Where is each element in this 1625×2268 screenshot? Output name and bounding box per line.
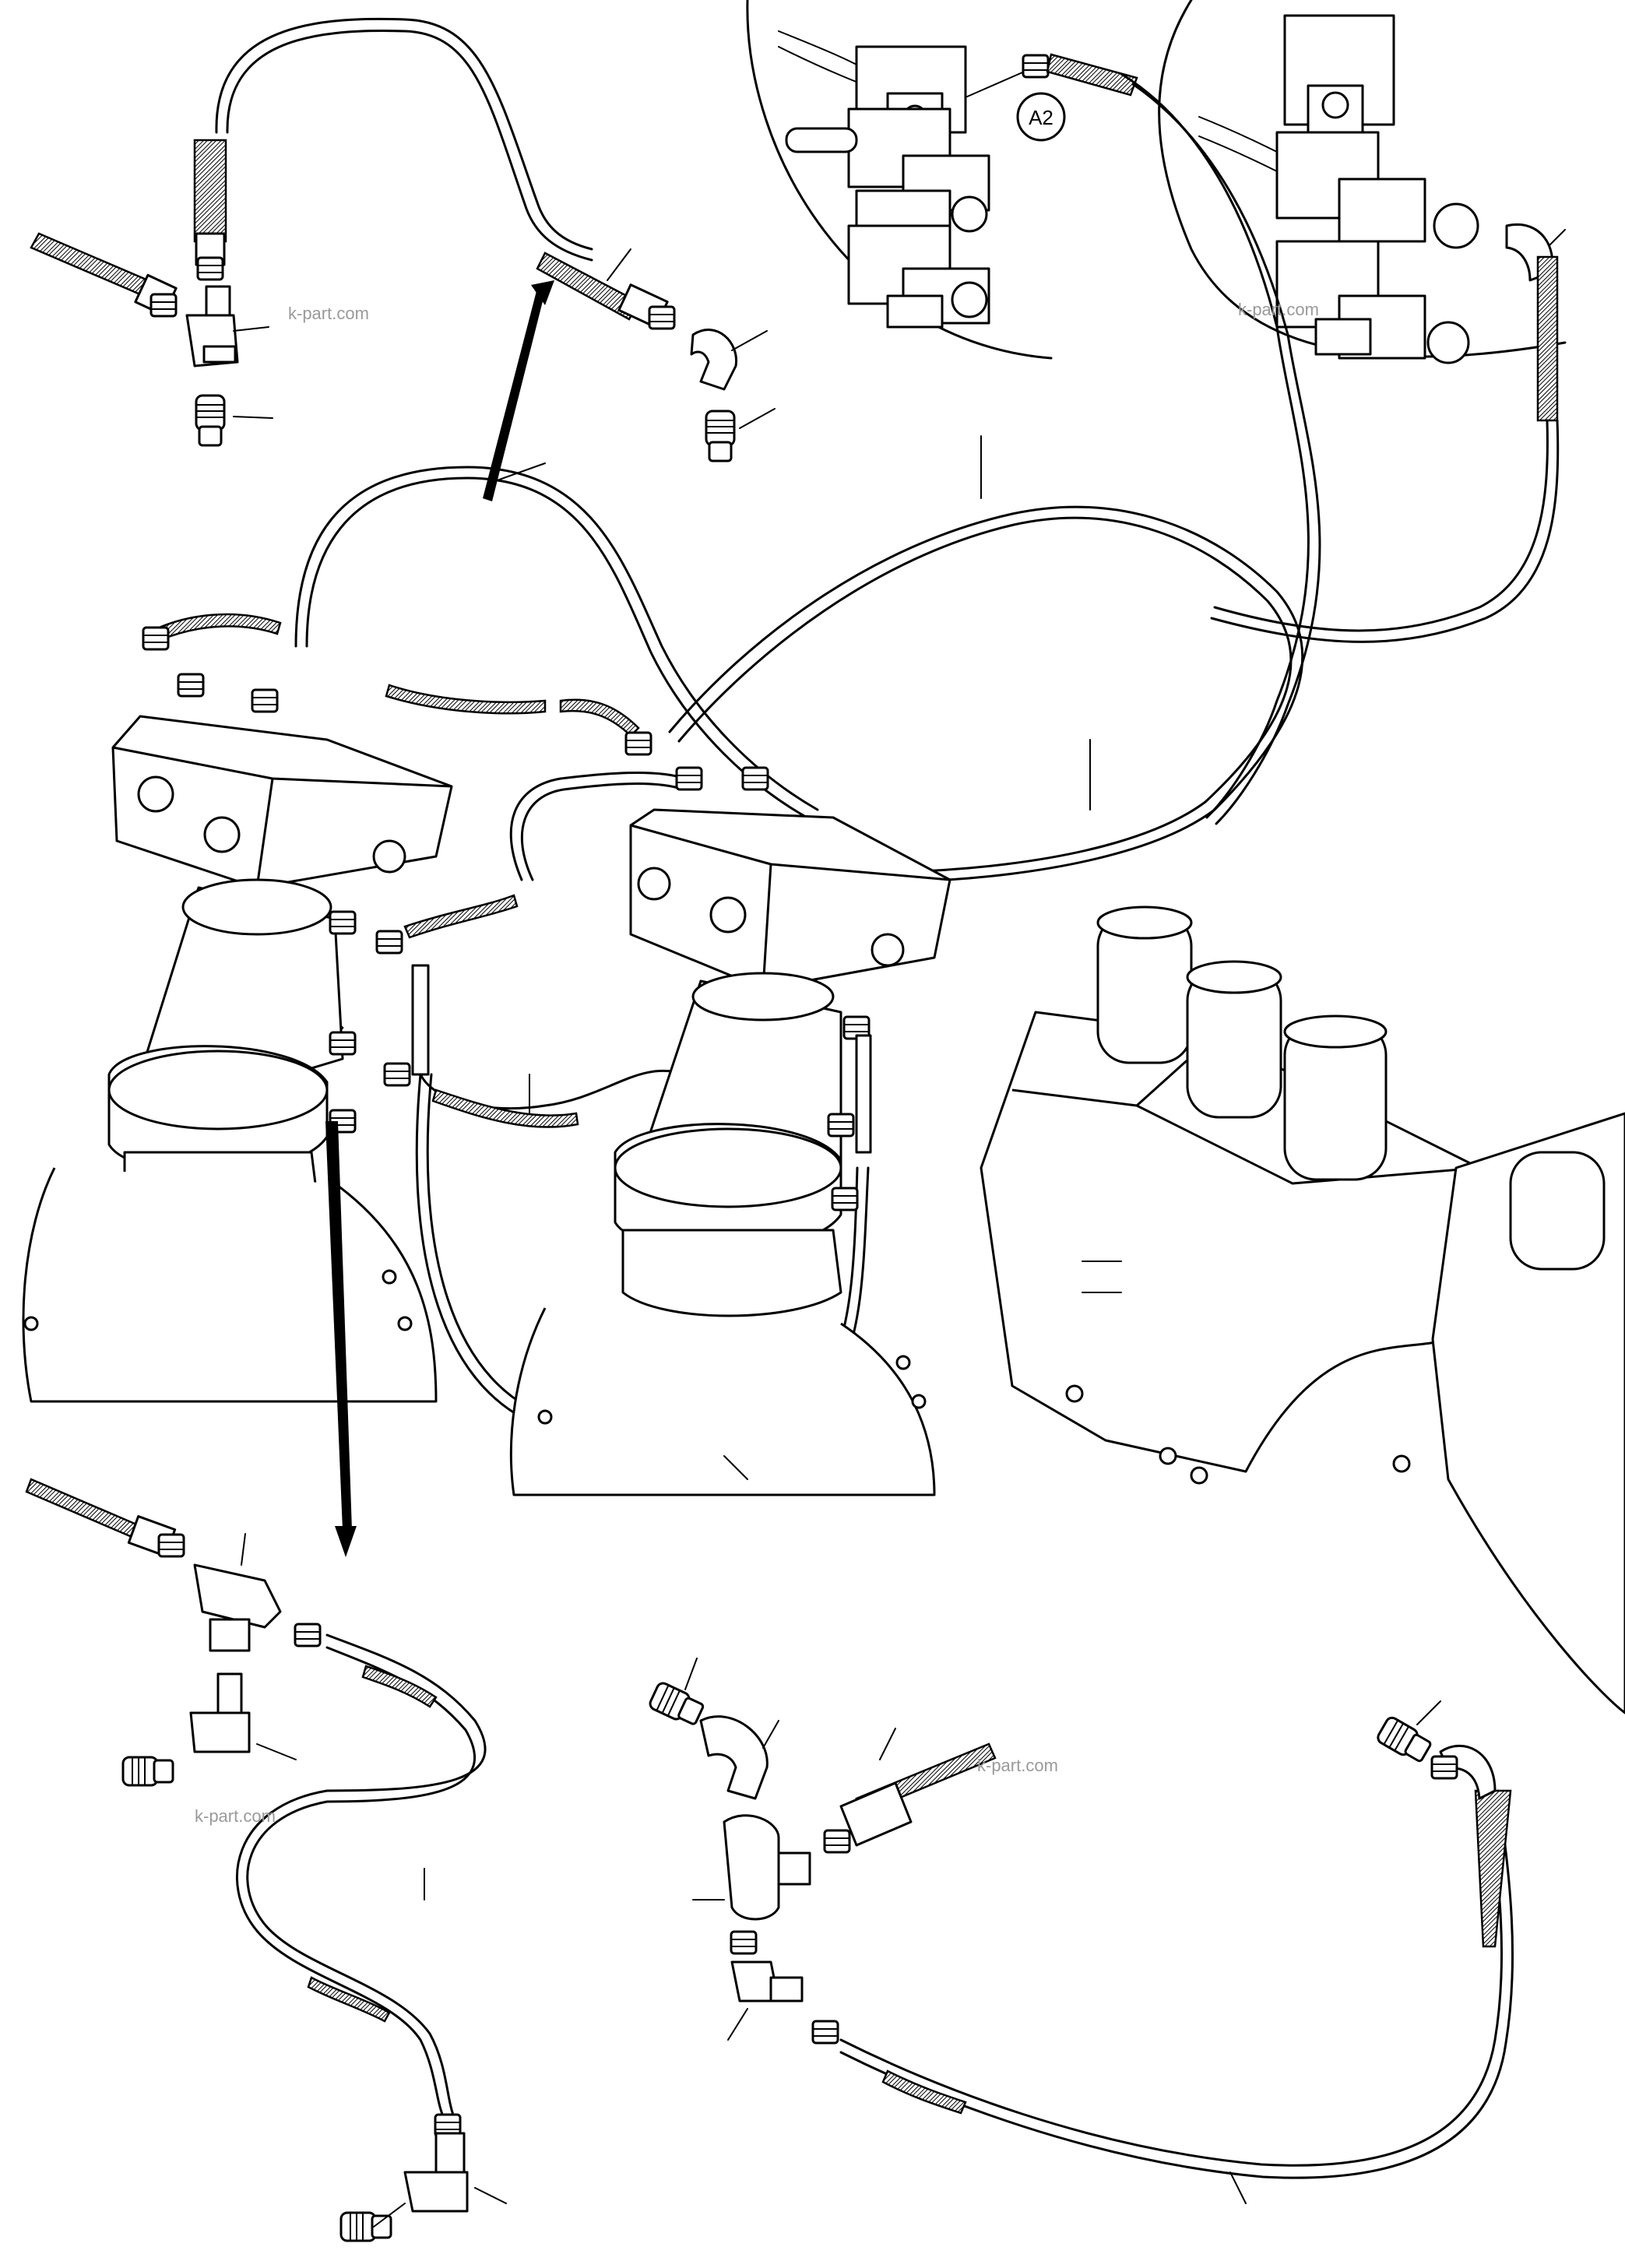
- elbow-fitting-icon: [690, 329, 738, 391]
- detail-top-left-hose: [193, 17, 593, 281]
- main-hose-loops: [294, 466, 1304, 1447]
- leader-lines: [490, 435, 1091, 1480]
- leader-arrow-lower: [325, 1121, 352, 1530]
- detail-bottom-left: [25, 1478, 507, 2242]
- watermark-4: k-part.com: [977, 1756, 1058, 1775]
- detail-top-hose-end: [536, 248, 776, 462]
- solenoid-valve-detail-right: [1158, 0, 1567, 364]
- detail-top-left-tee: [30, 232, 273, 447]
- swivel-joint-left: [22, 715, 453, 1403]
- leader-arrow: [483, 288, 545, 501]
- main-fittings: [142, 626, 872, 1211]
- watermark-2: k-part.com: [1238, 300, 1319, 319]
- callout-a2-label: A2: [1029, 106, 1053, 129]
- tee-fitting-icon: [193, 1563, 282, 1629]
- watermark-1: k-part.com: [288, 304, 369, 323]
- watermark-3: k-part.com: [195, 1806, 276, 1826]
- control-valve-block: [980, 905, 1625, 1714]
- callout-a2: A2: [1016, 92, 1066, 142]
- swivel-joint-right: [509, 808, 951, 1496]
- tee-fitting-bottom-icon: [723, 1814, 780, 1921]
- hose-crimp-sleeve: [193, 139, 227, 243]
- solenoid-valve-detail-left: [746, 0, 1053, 360]
- elbow-fitting-bottom-icon: [699, 1715, 769, 1800]
- detail-bottom-right: [646, 1658, 1514, 2204]
